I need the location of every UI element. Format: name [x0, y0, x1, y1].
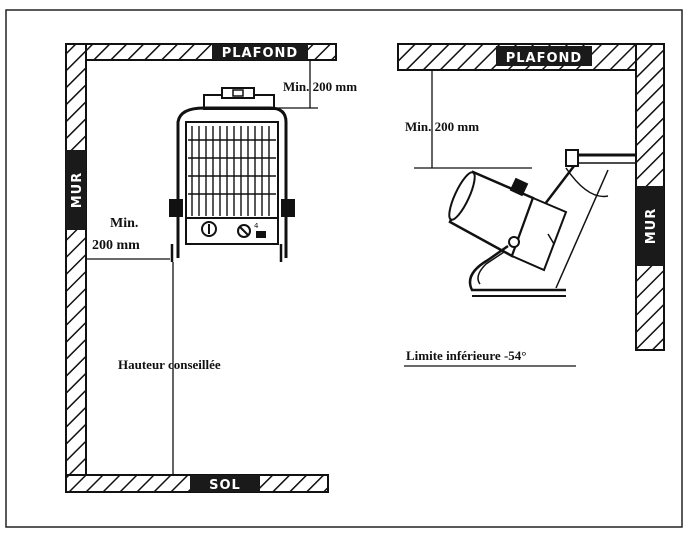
left-floor-label: SOL: [209, 478, 241, 493]
left-wall-band: [65, 43, 87, 493]
right-wall-label: MUR: [644, 208, 659, 245]
right-ceiling-label: PLAFOND: [506, 51, 582, 66]
lower-limit-label: Limite inférieure -54°: [406, 348, 526, 363]
left-diagram: PLAFOND MUR SOL Min. 200 mm Min. 200 mm …: [65, 43, 357, 493]
right-ceiling-tag: [496, 46, 592, 66]
left-ceiling-tag: [212, 44, 308, 60]
heater-side-icon: [448, 149, 636, 297]
frame-border: [5, 9, 683, 528]
svg-text:4: 4: [254, 222, 259, 230]
right-wall-tag: [636, 186, 664, 266]
recommended-height-label: Hauteur conseillée: [118, 357, 221, 372]
right-top-clearance: Min. 200 mm: [405, 119, 479, 134]
left-ceiling-label: PLAFOND: [222, 46, 298, 61]
left-side-clearance-1: Min.: [110, 216, 138, 231]
left-wall-tag: [66, 150, 86, 230]
left-wall-label: MUR: [70, 172, 85, 209]
heater-front-icon: 4: [169, 87, 295, 262]
left-floor-tag: [190, 475, 260, 492]
right-diagram: PLAFOND MUR Min. 200 mm Limit: [397, 43, 665, 367]
left-side-clearance-2: 200 mm: [92, 238, 140, 253]
left-top-clearance: Min. 200 mm: [283, 79, 357, 94]
